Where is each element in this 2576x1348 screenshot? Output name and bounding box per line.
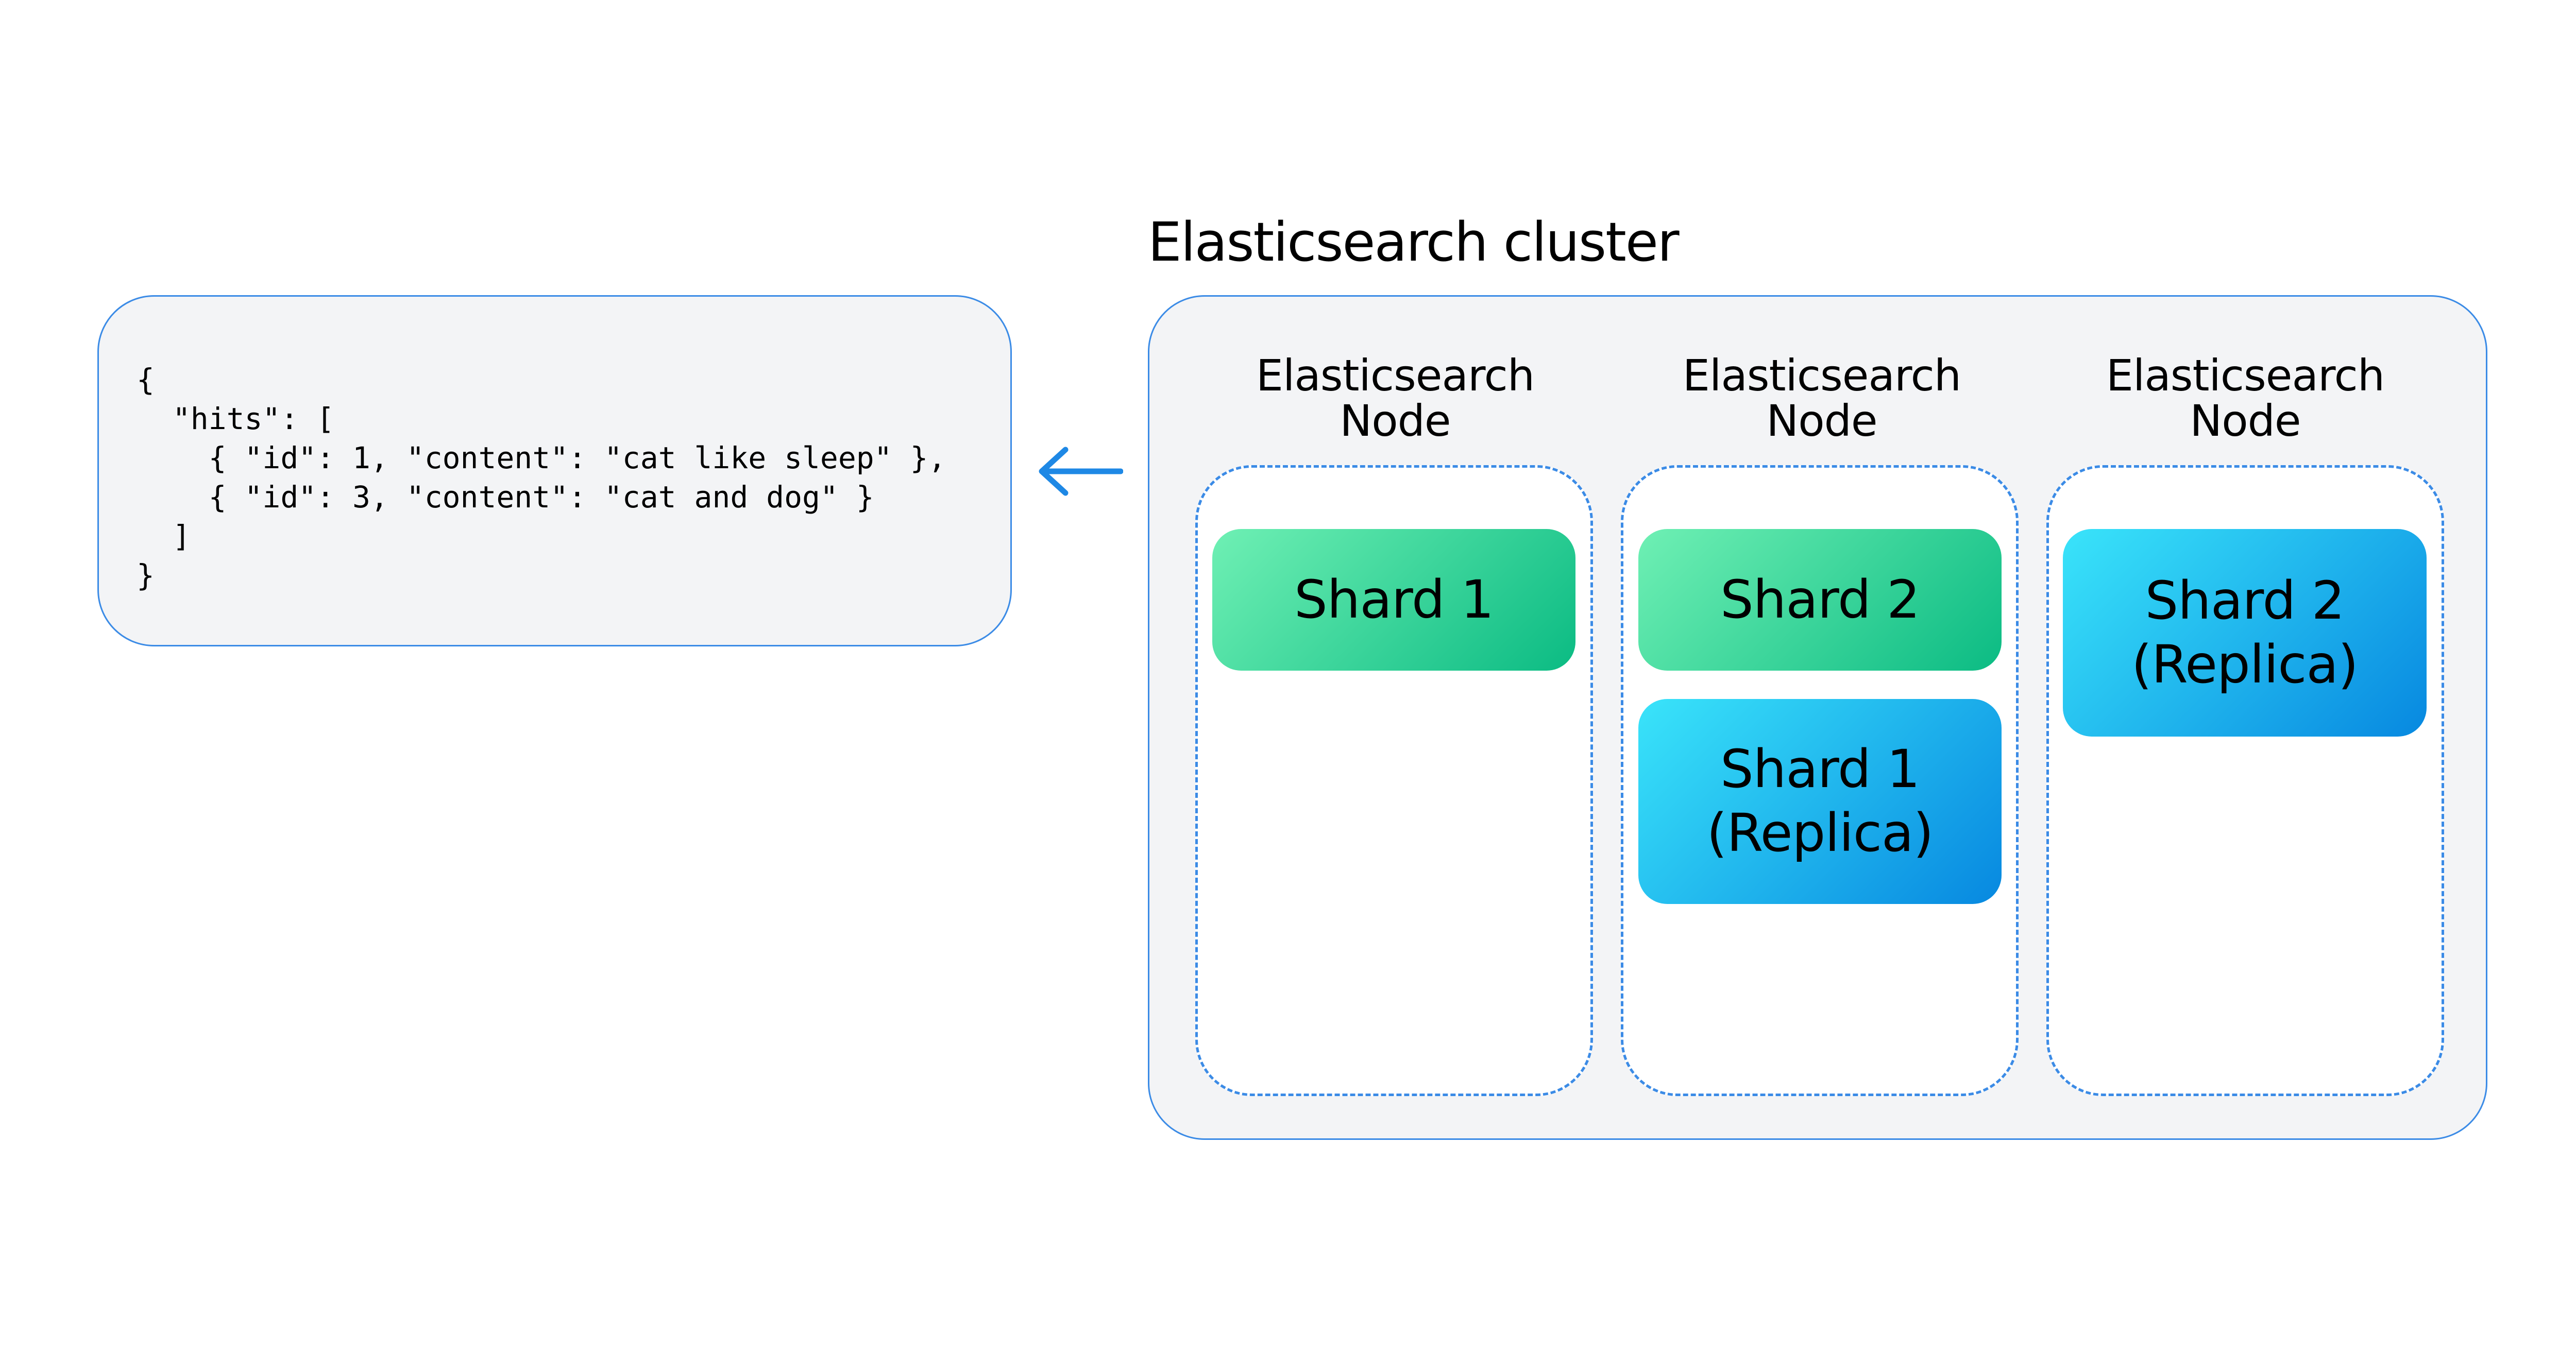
node-label: Elasticsearch Node <box>1194 353 1596 443</box>
response-line: } <box>137 558 155 593</box>
shard-replica-label: (Replica) <box>1706 803 1934 864</box>
node-label-line: Elasticsearch <box>1256 350 1535 401</box>
shard-primary: Shard 1 <box>1212 529 1575 671</box>
response-line: { <box>137 362 155 397</box>
node-label-line: Node <box>1766 396 1877 446</box>
shard-replica: Shard 2 (Replica) <box>2063 529 2427 737</box>
node-label: Elasticsearch Node <box>2044 353 2446 443</box>
node-label-line: Node <box>1340 396 1451 446</box>
cluster-title: Elasticsearch cluster <box>1148 211 1680 274</box>
shard-label: Shard 2 <box>2145 570 2345 632</box>
response-line: { "id": 1, "content": "cat like sleep" }… <box>137 440 946 475</box>
node-label-line: Node <box>2190 396 2301 446</box>
shard-replica: Shard 1 (Replica) <box>1638 699 2002 904</box>
node-label-line: Elasticsearch <box>1682 350 1961 401</box>
node-label: Elasticsearch Node <box>1621 353 2023 443</box>
search-response-panel: { "hits": [ { "id": 1, "content": "cat l… <box>97 295 1012 646</box>
node-label-line: Elasticsearch <box>2106 350 2385 401</box>
arrow-left-icon <box>1039 447 1123 496</box>
shard-label: Shard 1 <box>1720 739 1920 800</box>
response-line: "hits": [ <box>137 401 335 436</box>
shard-replica-label: (Replica) <box>2131 634 2359 695</box>
shard-primary: Shard 2 <box>1638 529 2002 671</box>
response-line: { "id": 3, "content": "cat and dog" } <box>137 480 874 515</box>
shard-label: Shard 1 <box>1294 569 1494 630</box>
shard-label: Shard 2 <box>1720 569 1920 630</box>
response-line: ] <box>137 519 191 554</box>
